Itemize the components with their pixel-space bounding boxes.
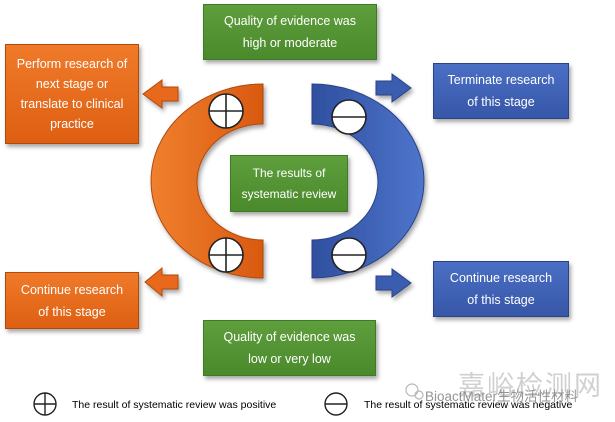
- node-next-stage-line-4: practice: [50, 117, 94, 131]
- positive-symbol-bottom: [208, 237, 244, 273]
- arrow-orange-up-left: [142, 79, 179, 109]
- node-continue-right-line-1: Continue research: [449, 271, 553, 285]
- watermark-logo-icon: [405, 383, 424, 400]
- node-next-stage-line-3: translate to clinical: [20, 97, 124, 111]
- node-continue-left: Continue research of this stage: [5, 272, 139, 329]
- arrow-blue-up-right: [375, 73, 412, 103]
- node-quality-high: Quality of evidence was high or moderate: [203, 4, 377, 60]
- watermark-brand: BioactMater生物活性材料: [425, 389, 579, 404]
- node-next-stage: Perform research of next stage or transl…: [5, 44, 139, 144]
- negative-symbol-top: [331, 99, 367, 135]
- watermark-chinese: 嘉峪检测网: [458, 371, 603, 401]
- node-terminate-line-1: Terminate research: [447, 73, 555, 87]
- legend-negative-label: The result of systematic review was nega…: [364, 399, 573, 411]
- node-next-stage-line-1: Perform research of: [16, 57, 128, 71]
- arrow-blue-down-right: [375, 268, 412, 298]
- legend-positive-icon: [33, 392, 57, 416]
- node-quality-high-line-1: Quality of evidence was: [223, 14, 356, 28]
- node-quality-low-line-1: Quality of evidence was: [223, 330, 356, 344]
- node-review-results-line-1: The results of: [252, 165, 326, 180]
- node-continue-left-line-2: of this stage: [38, 304, 106, 319]
- node-review-results-line-2: systematic review: [241, 186, 337, 201]
- blue-arc: [311, 83, 425, 279]
- node-continue-left-line-1: Continue research: [20, 282, 124, 297]
- node-continue-right-line-2: of this stage: [467, 293, 535, 307]
- positive-symbol-top: [208, 93, 244, 129]
- node-review-results: The results of systematic review: [230, 155, 348, 212]
- negative-symbol-bottom: [331, 237, 367, 273]
- node-quality-low: Quality of evidence was low or very low: [203, 320, 376, 376]
- node-terminate: Terminate research of this stage: [433, 63, 569, 119]
- node-quality-high-line-2: high or moderate: [242, 36, 338, 50]
- node-terminate-line-2: of this stage: [467, 95, 535, 109]
- arrow-orange-down-left: [144, 266, 179, 298]
- orange-arc: [150, 83, 264, 279]
- node-quality-low-line-2: low or very low: [248, 352, 331, 366]
- legend-negative-icon: [324, 392, 348, 416]
- node-continue-right: Continue research of this stage: [433, 261, 569, 317]
- legend-positive-label: The result of systematic review was posi…: [72, 399, 277, 411]
- node-next-stage-line-2: next stage or: [35, 77, 109, 91]
